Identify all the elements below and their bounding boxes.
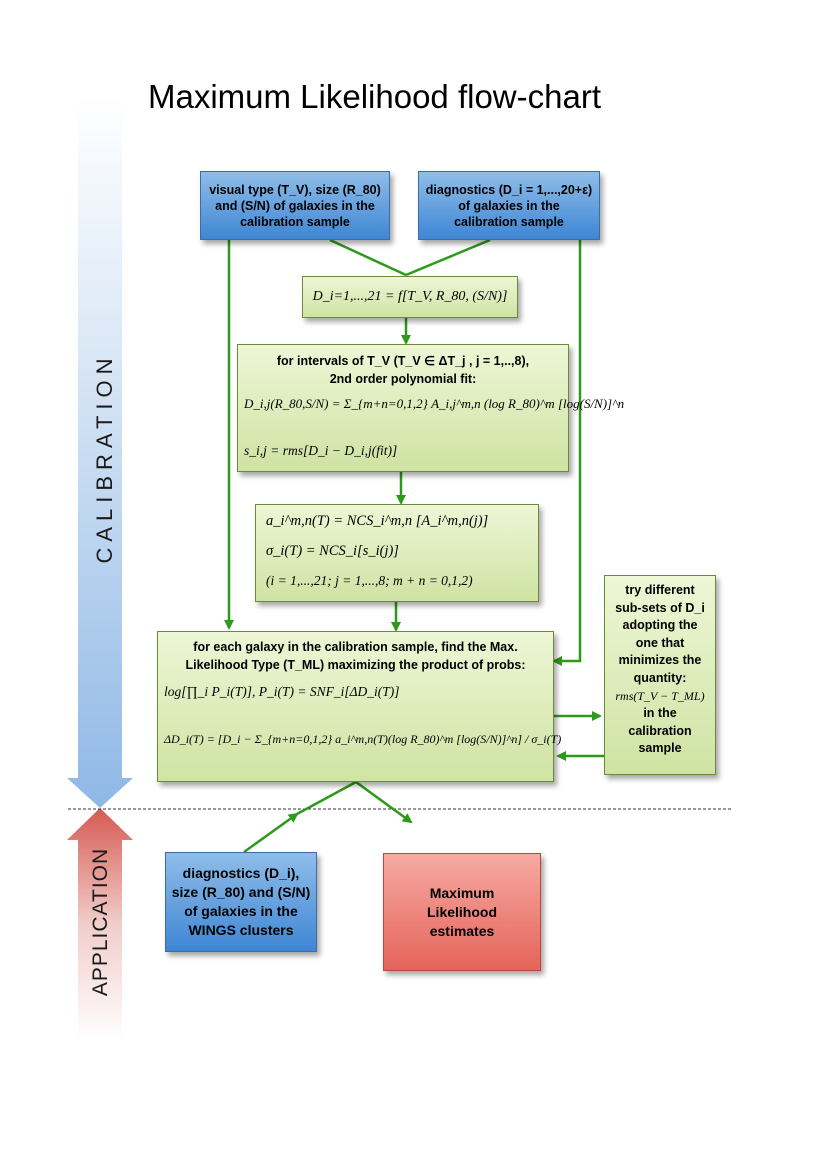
ncs-equation-1: a_i^m,n(T) = NCS_i^m,n [A_i^m,n(j)] [266,513,489,529]
likelihood-line-2: Likelihood Type (T_ML) maximizing the pr… [185,658,526,672]
page-title: Maximum Likelihood flow-chart [148,78,601,115]
likelihood-equation-2: ΔD_i(T) = [D_i − Σ_{m+n=0,1,2} a_i^m,n(T… [164,732,562,746]
diagnostics-wings-box: diagnostics (D_i), size (R_80) and (S/N)… [165,852,317,952]
likelihood-line-1: for each galaxy in the calibration sampl… [193,640,518,654]
ml-estimates-text: Maximum Likelihood estimates [427,884,497,939]
visual-type-box: visual type (T_V), size (R_80) and (S/N)… [200,171,390,240]
relation-box: D_i=1,...,21 = f[T_V, R_80, (S/N)] [302,276,518,318]
visual-type-text: visual type (T_V), size (R_80) and (S/N)… [209,182,381,229]
arrow-diag-to-relation [405,238,491,277]
likelihood-equation-1: log[∏_i P_i(T)], P_i(T) = SNF_i[ΔD_i(T)] [164,684,400,699]
poly-line-1: for intervals of T_V (T_V ∈ ΔT_j , j = 1… [276,354,530,368]
diagnostics-calibration-box: diagnostics (D_i = 1,...,20+ε) of galaxi… [418,171,600,240]
poly-equation-1: D_i,j(R_80,S/N) = Σ_{m+n=0,1,2} A_i,j^m,… [244,396,625,411]
calibration-label: CALIBRATION [92,352,117,564]
subsets-box: try different sub-sets of D_i adopting t… [604,575,716,775]
relation-equation: D_i=1,...,21 = f[T_V, R_80, (S/N)] [312,289,508,304]
arrow-visual-to-relation [329,238,407,277]
likelihood-box: for each galaxy in the calibration sampl… [157,631,561,782]
arrow-wings-to-likelihood [243,812,299,854]
polynomial-fit-box: for intervals of T_V (T_V ∈ ΔT_j , j = 1… [237,344,624,472]
ncs-equation-2: σ_i(T) = NCS_i[s_i(j)] [266,543,399,559]
ml-estimates-box: Maximum Likelihood estimates [383,853,541,971]
poly-line-2: 2nd order polynomial fit: [329,372,477,386]
application-label: APPLICATION [89,847,112,997]
calibration-arrow [67,95,133,808]
subsets-text: try different sub-sets of D_i adopting t… [615,583,705,685]
application-arrow [67,808,133,1040]
diagnostics-wings-text: diagnostics (D_i), size (R_80) and (S/N)… [171,865,311,938]
poly-equation-2: s_i,j = rms[D_i − D_i,j(fit)] [244,443,398,458]
arrow-likelihood-to-ml [355,780,413,824]
subsets-equation: rms(T_V − T_ML) [615,689,705,703]
diagnostics-calibration-text: diagnostics (D_i = 1,...,20+ε) of galaxi… [425,182,593,229]
subsets-tail: in the calibration sample [628,706,692,755]
ncs-equation-3: (i = 1,...,21; j = 1,...,8; m + n = 0,1,… [266,573,473,588]
arrow-diag-to-likelihood [552,240,582,666]
ncs-box: a_i^m,n(T) = NCS_i^m,n [A_i^m,n(j)] σ_i(… [255,504,539,602]
